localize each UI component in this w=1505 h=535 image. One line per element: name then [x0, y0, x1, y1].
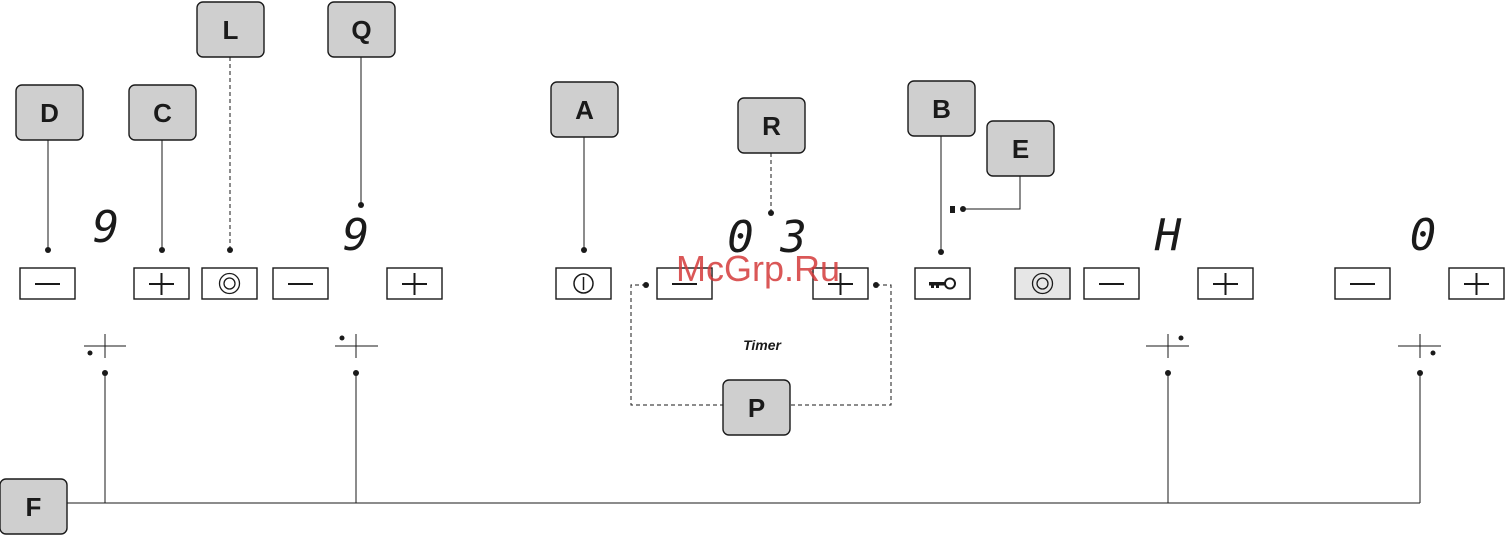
zone4-level-display: 0	[1410, 210, 1437, 261]
callout-c: C	[129, 85, 196, 140]
bridge-zone-button-right[interactable]	[1015, 268, 1070, 299]
zone3-plus-button[interactable]	[1198, 268, 1253, 299]
zone1-minus-button[interactable]	[20, 268, 75, 299]
svg-text:F: F	[26, 492, 42, 522]
callout-a: A	[551, 82, 618, 137]
callout-b: B	[908, 81, 975, 136]
svg-text:P: P	[748, 393, 765, 423]
callout-e: E	[987, 121, 1054, 176]
svg-text:L: L	[223, 15, 239, 45]
bridge-zone-button[interactable]	[202, 268, 257, 299]
zone4-minus-button[interactable]	[1335, 268, 1390, 299]
callout-l: L	[197, 2, 264, 57]
zone4-indicator-icon	[1398, 334, 1441, 358]
zone2-minus-button[interactable]	[273, 268, 328, 299]
zone1-plus-button[interactable]	[134, 268, 189, 299]
svg-text:C: C	[153, 98, 172, 128]
zone2-level-display: 9	[343, 210, 370, 261]
svg-text:D: D	[40, 98, 59, 128]
zone3-level-display: H	[1154, 210, 1182, 261]
svg-text:E: E	[1012, 134, 1029, 164]
svg-text:B: B	[932, 94, 951, 124]
callout-q: Q	[328, 2, 395, 57]
leader-p-right	[790, 285, 891, 405]
svg-text:R: R	[762, 111, 781, 141]
zone3-indicator-icon	[1146, 334, 1189, 358]
callout-f: F	[0, 479, 67, 534]
leader-p-left	[631, 285, 723, 405]
zone1-indicator-icon	[84, 334, 126, 358]
zone1-level-display: 9	[93, 202, 120, 253]
watermark-text: McGrp.Ru	[676, 248, 840, 289]
svg-text:A: A	[575, 95, 594, 125]
zone2-plus-button[interactable]	[387, 268, 442, 299]
zone4-plus-button[interactable]	[1449, 268, 1504, 299]
callout-d: D	[16, 85, 83, 140]
callout-r: R	[738, 98, 805, 153]
power-button[interactable]	[556, 268, 611, 299]
zone2-indicator-icon	[335, 334, 378, 358]
svg-text:Q: Q	[351, 15, 371, 45]
timer-label: Timer	[743, 337, 782, 353]
callout-p: P	[723, 380, 790, 435]
zone3-minus-button[interactable]	[1084, 268, 1139, 299]
leader-e	[963, 176, 1020, 209]
lock-button[interactable]	[915, 268, 970, 299]
